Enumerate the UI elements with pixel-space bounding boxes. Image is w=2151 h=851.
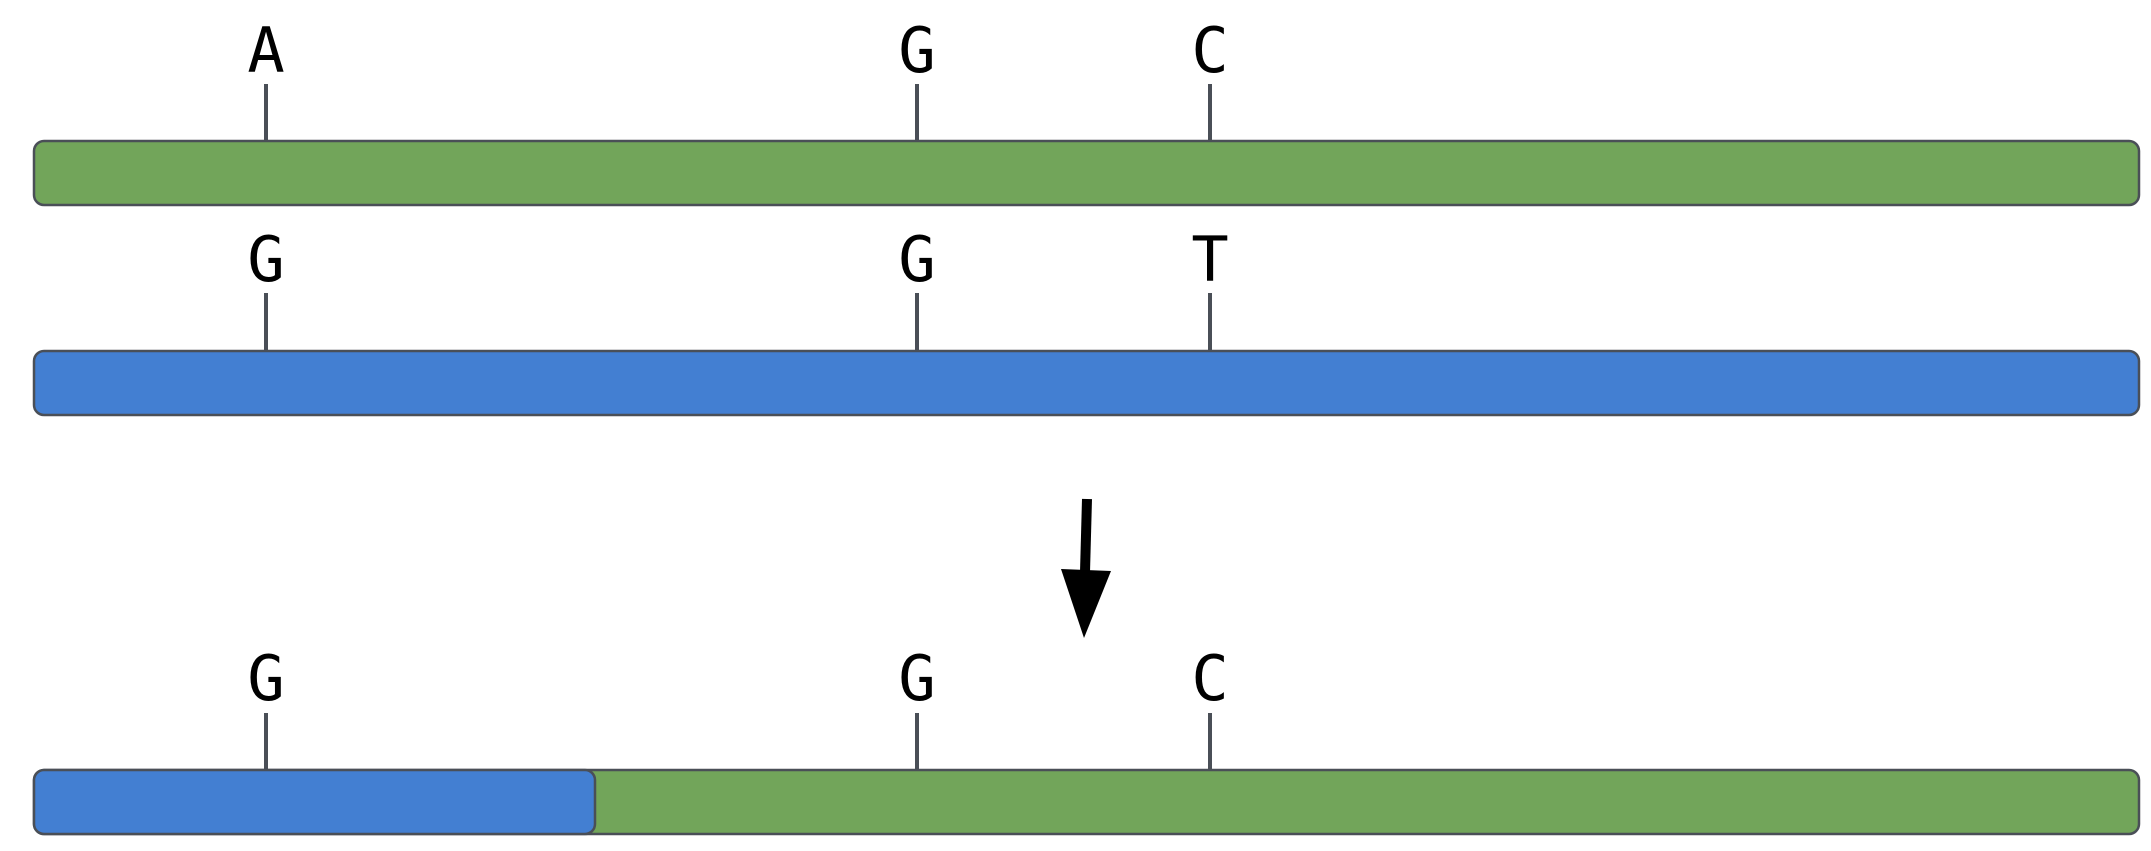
- marker-label-1: G: [247, 642, 284, 715]
- marker-label-3: T: [1191, 223, 1228, 296]
- chromosome-parent-a: A G C: [32, 14, 2141, 207]
- chromosome-parent-b: G G T: [32, 223, 2141, 417]
- recombinant-segment-blue: [32, 768, 597, 836]
- chromosome-recombinant: G G C: [32, 642, 2141, 836]
- down-arrow-icon: [1061, 498, 1111, 638]
- marker-label-2: G: [898, 642, 935, 715]
- chromosome-bar-blue: [32, 349, 2141, 417]
- marker-label-1: A: [247, 14, 284, 87]
- marker-label-3: C: [1191, 14, 1228, 87]
- marker-label-3: C: [1191, 642, 1228, 715]
- marker-label-1: G: [247, 223, 284, 296]
- marker-label-2: G: [898, 14, 935, 87]
- marker-label-2: G: [898, 223, 935, 296]
- chromosome-bar-green: [32, 139, 2141, 207]
